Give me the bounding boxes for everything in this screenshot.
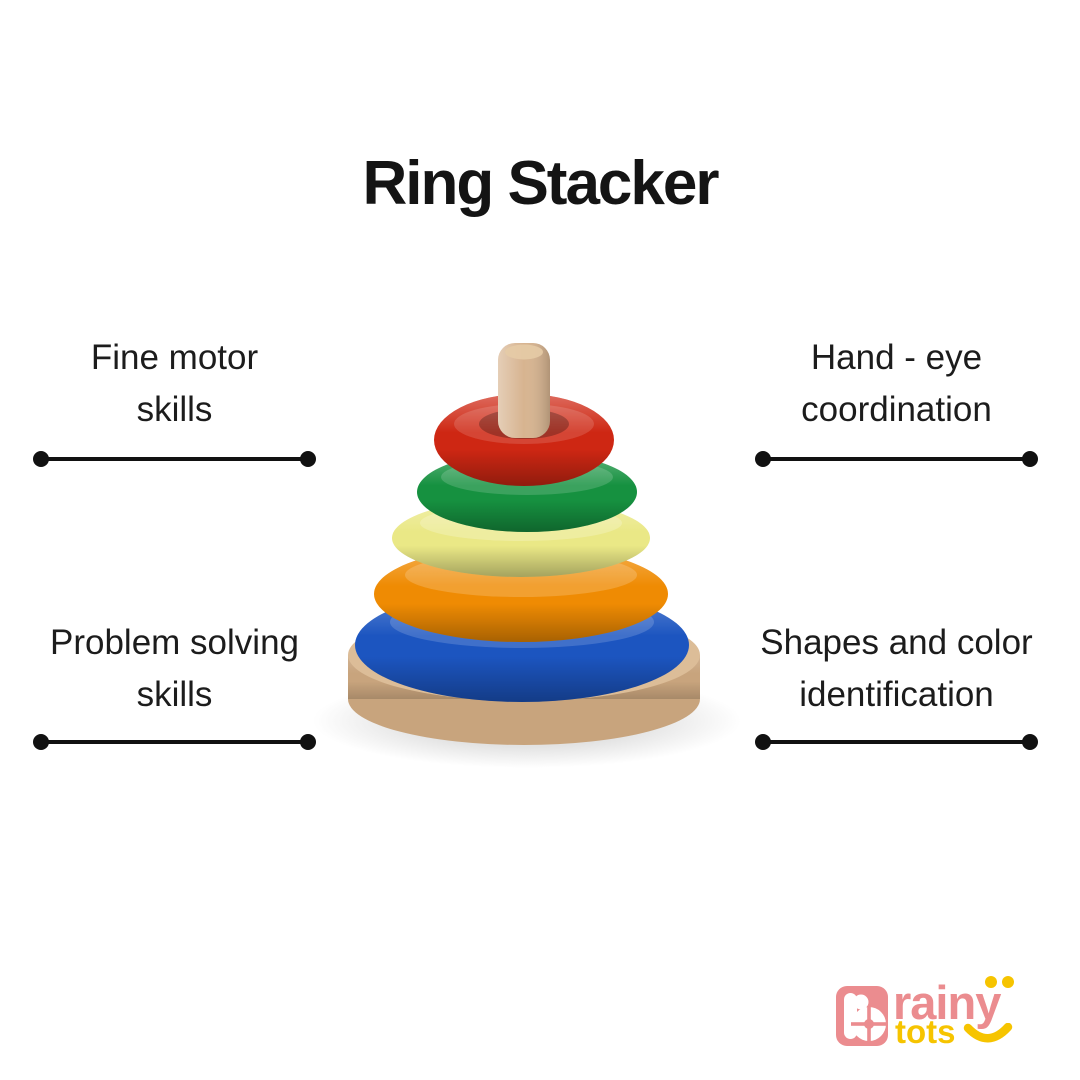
feature-label-line1: Problem solving: [50, 623, 299, 662]
smile-icon: [963, 1023, 1012, 1043]
brand-name-rainy: rainy: [893, 976, 1014, 1028]
connector-dot-right: [1022, 451, 1038, 467]
connector-dot-right: [1022, 734, 1038, 750]
feature-label-line1: Shapes and color: [760, 623, 1033, 662]
connector-line: [41, 457, 308, 461]
connector-dot-right: [300, 734, 316, 750]
feature-hand-eye-coordination: Hand - eye coordination: [755, 332, 1038, 467]
feature-shapes-color-identification: Shapes and color identification: [755, 617, 1038, 750]
wooden-peg: [498, 343, 550, 438]
callout-connector: [755, 451, 1038, 467]
brand-wordmark: rainy tots: [893, 976, 1014, 1050]
connector-line: [763, 740, 1030, 744]
brand-logo: rainy tots: [836, 976, 1014, 1050]
connector-dot-left: [755, 451, 771, 467]
connector-line: [763, 457, 1030, 461]
feature-label-line2: skills: [136, 390, 213, 429]
ring-stacker-toy-image: [313, 343, 741, 768]
brand-tots-row: tots: [895, 1014, 1013, 1050]
feature-label-line2: skills: [136, 675, 213, 714]
feature-label-line1: Hand - eye: [810, 338, 983, 377]
connector-dot-left: [755, 734, 771, 750]
feature-problem-solving-skills: Problem solving skills: [33, 617, 316, 750]
page-title: Ring Stacker: [362, 148, 719, 218]
y-umlaut-dot: [1001, 976, 1014, 988]
feature-label-line2: identification: [799, 675, 994, 714]
y-umlaut-dot: [984, 976, 997, 988]
feature-label-line1: Fine motor: [90, 338, 259, 377]
brand-b-icon: [836, 986, 888, 1046]
brand-name-tots: tots: [895, 1013, 956, 1050]
callout-connector: [33, 451, 316, 467]
feature-fine-motor-skills: Fine motor skills: [33, 332, 316, 467]
callout-connector: [33, 734, 316, 750]
callout-connector: [755, 734, 1038, 750]
connector-dot-right: [300, 451, 316, 467]
connector-dot-left: [33, 451, 49, 467]
connector-dot-left: [33, 734, 49, 750]
connector-line: [41, 740, 308, 744]
feature-label-line2: coordination: [801, 390, 992, 429]
